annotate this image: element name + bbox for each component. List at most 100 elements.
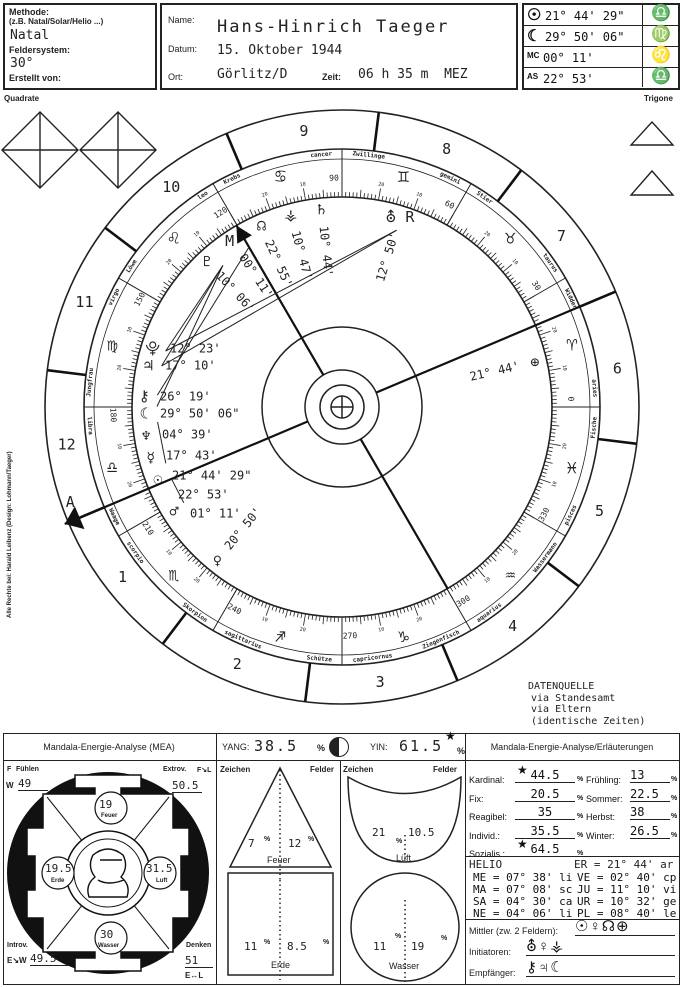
pct: %: [264, 836, 271, 843]
position-sign: ♍: [642, 24, 679, 45]
date-value[interactable]: 15. Oktober 1944: [217, 43, 343, 58]
degree-tick: [209, 572, 214, 577]
degree-tick: [249, 209, 254, 217]
helio-row: UR = 10° 32' ge: [577, 895, 677, 908]
yin-yang-icon: [329, 737, 349, 757]
degree-tick: [430, 597, 435, 605]
degree-tick: [436, 593, 440, 599]
degree-tick: [381, 613, 384, 619]
degree-tick: [265, 198, 271, 210]
degree-tick: [403, 201, 406, 207]
degree-tick: [388, 611, 391, 617]
explain-value[interactable]: 26.5: [630, 824, 670, 839]
house-system-label: Feldersystem:: [9, 45, 71, 55]
initiatoren-glyphs[interactable]: ⛢♀⚶: [526, 938, 675, 956]
degree-label: 20: [299, 627, 306, 634]
degree-tick: [296, 612, 299, 618]
degree-tick: [135, 347, 141, 350]
degree-tick: [433, 213, 437, 219]
fuehlen-value[interactable]: 49: [18, 777, 48, 791]
degree-tick: [151, 305, 157, 309]
time-value[interactable]: 06 h 35 m MEZ: [358, 67, 468, 82]
place-value[interactable]: Görlitz/D: [217, 67, 288, 82]
sign-latin-name: leo: [196, 190, 209, 202]
position-value[interactable]: 29° 50' 06": [545, 30, 625, 44]
zeichen-label: Zeichen: [343, 765, 374, 774]
degree-tick: [452, 224, 457, 230]
zodiac-sign-icon: ♍: [107, 334, 118, 355]
position-value[interactable]: 00° 11': [543, 51, 594, 65]
degree-tick: [530, 498, 536, 502]
star-icon: ★: [183, 862, 195, 877]
degree-label: 10: [551, 481, 559, 489]
degree-tick: [548, 368, 561, 371]
degree-tick: [171, 263, 182, 273]
empfaenger-glyphs[interactable]: ⚷♃☾: [526, 959, 675, 977]
degree-tick: [212, 574, 216, 579]
degree-tick: [174, 271, 180, 276]
name-value[interactable]: Hans-Hinrich Taeger: [217, 17, 450, 37]
sign-german-name: Fische: [590, 416, 599, 439]
data-source-line: via Standesamt: [531, 692, 616, 704]
luft-felder: 10.5: [408, 826, 435, 839]
degree-tick: [521, 514, 527, 519]
yin-value[interactable]: 61.5: [399, 737, 444, 755]
position-value[interactable]: 22° 53': [543, 72, 594, 86]
degree-tick: [163, 527, 171, 533]
explain-value[interactable]: 22.5: [630, 787, 670, 802]
explain-value[interactable]: 35.5: [515, 824, 575, 839]
method-value[interactable]: Natal: [10, 28, 50, 43]
degree-tick: [254, 210, 257, 216]
extrov-value[interactable]: 50.5: [172, 779, 202, 793]
sign-divider: [523, 511, 566, 537]
position-value[interactable]: 21° 44' 29": [545, 9, 625, 23]
trine-aspect-icon: [629, 120, 675, 196]
degree-tick: [433, 595, 437, 601]
degree-tick: [540, 474, 546, 478]
degree-tick: [289, 198, 292, 204]
house-system-value[interactable]: 30°: [10, 56, 34, 71]
luft-wasser-column: [340, 760, 466, 985]
degree-tick: [167, 280, 173, 284]
yang-label: YANG:: [222, 742, 250, 752]
degree-tick: [440, 216, 444, 222]
sign-divider: [446, 183, 472, 226]
explain-value[interactable]: 44.5: [515, 768, 575, 783]
degree-tick: [181, 262, 187, 267]
degree-tick: [215, 576, 219, 582]
degree-tick: [303, 188, 306, 201]
degree-tick: [543, 464, 549, 467]
feuer-value: 19: [99, 798, 113, 811]
degree-tick: [409, 203, 413, 209]
mittler-glyphs[interactable]: ☉♀☊⊕: [575, 918, 675, 936]
degree-tick: [237, 218, 241, 224]
degree-tick: [452, 584, 457, 590]
explain-value[interactable]: 13: [630, 768, 670, 783]
explain-value[interactable]: 20.5: [515, 787, 575, 802]
denken-value[interactable]: 51: [185, 954, 213, 968]
house-cusp: [496, 169, 523, 203]
introv-value[interactable]: 49.5: [30, 952, 68, 966]
degree-tick: [131, 450, 137, 453]
degree-tick: [525, 508, 531, 512]
degree-tick: [492, 552, 497, 557]
point-virgo-icon: ⯓: [145, 340, 160, 358]
degree-tick: [192, 252, 197, 257]
pct: %: [671, 831, 678, 839]
degree-tick: [423, 600, 427, 606]
explain-value[interactable]: 35: [515, 805, 575, 820]
degree-tick: [528, 501, 534, 505]
degree-tick: [525, 302, 531, 306]
pct: %: [395, 933, 402, 940]
explain-value[interactable]: 38: [630, 805, 670, 820]
degree-tick: [490, 252, 497, 259]
pct: %: [323, 939, 330, 946]
degree-tick: [515, 524, 521, 528]
yang-value[interactable]: 38.5: [254, 737, 299, 755]
degree-tick: [511, 280, 517, 284]
degree-tick: [507, 274, 512, 279]
explain-label: Fix:: [469, 793, 484, 804]
helio-row: JU = 11° 10' vi: [577, 883, 677, 896]
degree-tick: [247, 213, 251, 219]
degree-tick: [403, 607, 406, 613]
